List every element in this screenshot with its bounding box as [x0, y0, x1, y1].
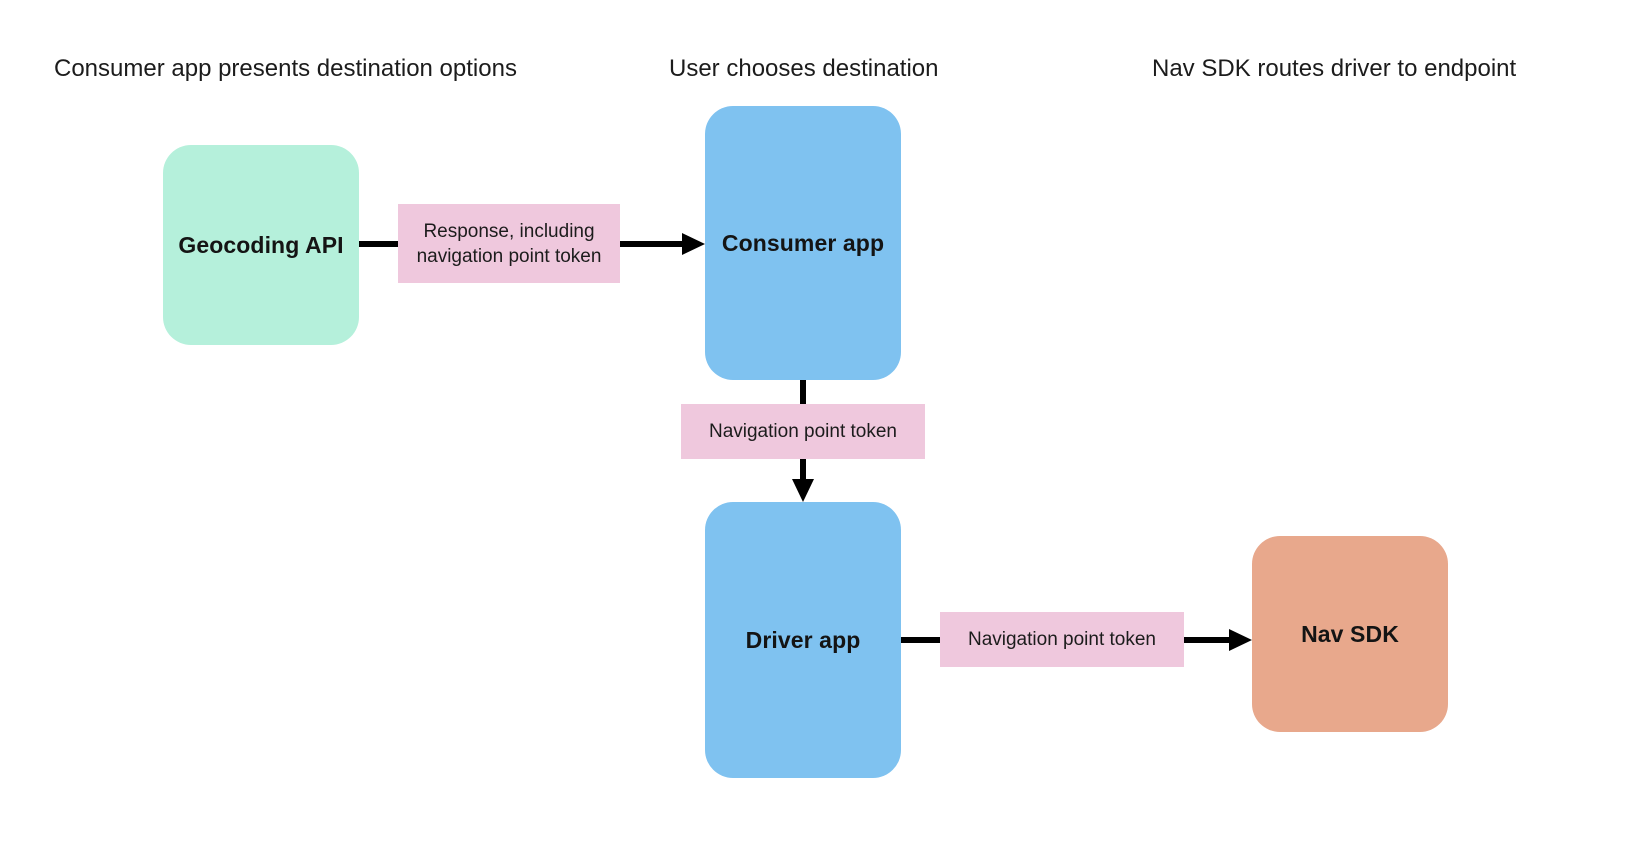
arrowhead-to-driver	[792, 479, 814, 502]
edge-label-navigation-point-token-consumer-driver: Navigation point token	[681, 404, 925, 459]
column-header-consumer-options: Consumer app presents destination option…	[54, 55, 517, 82]
edge-label-navigation-point-token-driver-navsdk: Navigation point token	[940, 612, 1184, 667]
edge-label-response-including-navigation-point-token: Response, including navigation point tok…	[398, 204, 620, 283]
node-nav-sdk[interactable]: Nav SDK	[1252, 536, 1448, 732]
edge-label-navigation-point-token-text-1: Navigation point token	[708, 421, 897, 442]
node-nav-sdk-label: Nav SDK	[1301, 620, 1399, 647]
arrowhead-to-navsdk	[1229, 629, 1252, 651]
column-header-user-chooses: User chooses destination	[669, 55, 939, 82]
column-header-nav-routes: Nav SDK routes driver to endpoint	[1152, 55, 1517, 82]
edge-label-response-text: Response, including navigation point tok…	[416, 220, 602, 267]
node-geocoding-api-label: Geocoding API	[178, 231, 344, 258]
node-geocoding-api[interactable]: Geocoding API	[163, 145, 359, 345]
node-driver-app-label: Driver app	[745, 626, 861, 653]
node-consumer-app-label: Consumer app	[721, 229, 885, 256]
node-consumer-app[interactable]: Consumer app	[705, 106, 901, 380]
edge-label-navigation-point-token-text-2: Navigation point token	[967, 629, 1156, 650]
arrowhead-to-consumer	[682, 233, 705, 255]
node-driver-app[interactable]: Driver app	[705, 502, 901, 778]
